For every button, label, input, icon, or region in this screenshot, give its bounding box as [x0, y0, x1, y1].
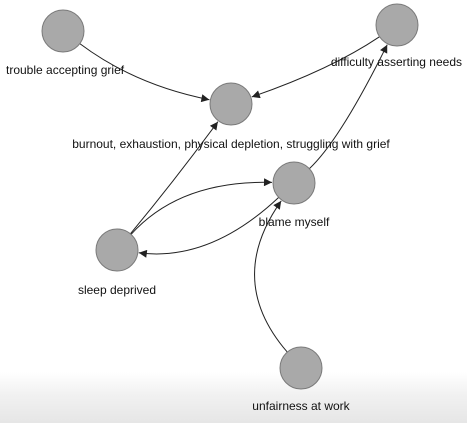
nodes-layer	[41, 3, 419, 390]
node-blame[interactable]	[272, 161, 316, 205]
node-burnout[interactable]	[209, 82, 253, 126]
node-label-trouble: trouble accepting grief	[6, 63, 125, 77]
edge-sleep-to-blame	[130, 178, 273, 235]
edge-unfairness-to-blame	[254, 200, 288, 353]
node-sleep[interactable]	[95, 228, 139, 272]
edge-blame-to-sleep	[138, 197, 280, 258]
node-label-unfairness: unfairness at work	[252, 399, 350, 413]
node-trouble[interactable]	[41, 9, 85, 53]
labels-layer: trouble accepting grief difficulty assert…	[6, 55, 462, 413]
edge-blame-to-difficulty	[308, 44, 388, 170]
node-unfairness[interactable]	[279, 346, 323, 390]
node-difficulty[interactable]	[375, 3, 419, 47]
node-label-difficulty: difficulty asserting needs	[331, 55, 462, 69]
node-label-sleep: sleep deprived	[78, 283, 156, 297]
edge-trouble-to-burnout	[79, 43, 210, 103]
node-label-burnout: burnout, exhaustion, physical depletion,…	[72, 137, 390, 151]
edge-difficulty-to-burnout	[251, 36, 380, 99]
node-label-blame: blame myself	[259, 215, 330, 229]
edge-sleep-to-burnout	[130, 121, 219, 235]
edges-layer	[79, 36, 388, 353]
